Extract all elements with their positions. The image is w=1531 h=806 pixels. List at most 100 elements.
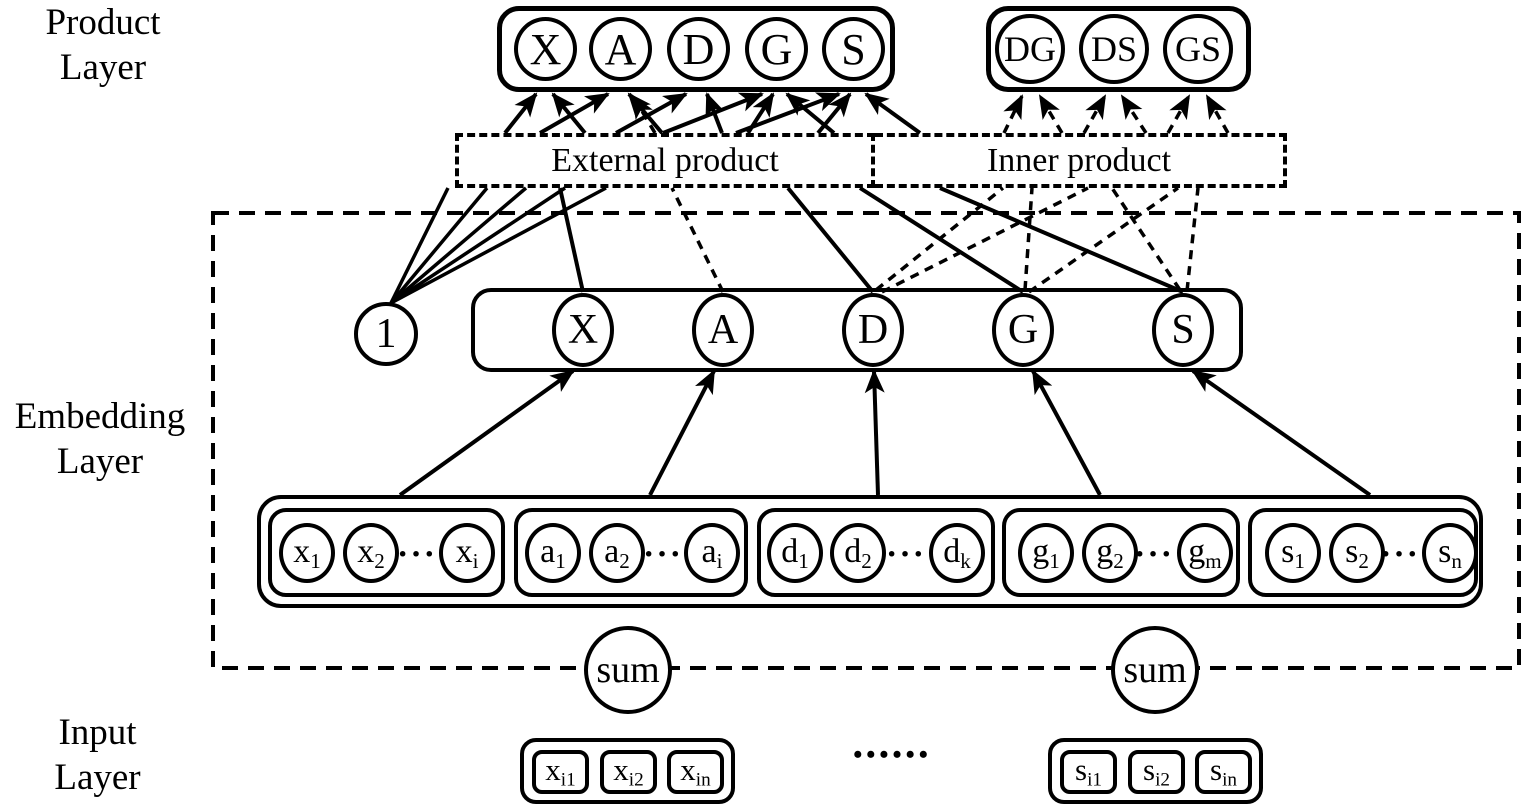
embedding-node-x-label: X [567, 307, 599, 353]
embedding-layer-label-line1: Embedding [14, 396, 186, 437]
input-node-si1: si1 [1060, 750, 1117, 794]
arrow-vector-s [1191, 369, 1372, 497]
product-node-s-label: S [841, 24, 866, 74]
product-node-d: D [667, 17, 730, 81]
edge-embed-g-external [858, 186, 1025, 294]
vector-node-gm: gm [1177, 523, 1233, 583]
embedding-dashed-edges [670, 186, 1200, 294]
input-layer-label-line1: Input [58, 712, 137, 753]
vector-node-dk: dk [929, 523, 985, 583]
vector-node-xi: xi [439, 523, 495, 583]
ellipsis-dots-g: ··· [1133, 536, 1175, 573]
edge-bias-external-3 [389, 186, 528, 305]
vector-group-g [1002, 508, 1240, 597]
vector-group-x [268, 508, 505, 597]
pair-node-gs: GS [1163, 14, 1233, 84]
arrow-vector-x [398, 369, 575, 497]
bias-to-external-edges [389, 186, 607, 305]
edge-embed-s-inner-ds [1110, 187, 1182, 291]
embedding-node-d-label: D [857, 307, 889, 353]
arrow-external-g-3 [785, 92, 836, 135]
arrow-inner-gs-1 [1166, 94, 1191, 134]
arrow-external-a-1 [539, 92, 610, 135]
input-layer-label: Input Layer [15, 710, 180, 800]
arrow-vector-d [864, 369, 885, 496]
arrow-external-s-2 [816, 92, 852, 135]
product-node-a-label: A [604, 24, 637, 74]
arrow-external-s-1 [735, 92, 841, 135]
pair-node-ds-label: DS [1090, 29, 1138, 69]
vector-node-sn: sn [1422, 523, 1478, 583]
product-node-a: A [589, 17, 652, 81]
product-single-box [497, 6, 895, 92]
pair-node-dg: DG [995, 14, 1065, 84]
inner-to-pair-arrows [1002, 94, 1230, 134]
input-separator-dots: •••••• [853, 740, 932, 769]
arrow-vector-a [648, 369, 716, 496]
product-node-x-label: X [529, 24, 562, 74]
product-layer-label: Product Layer [18, 0, 188, 90]
embedding-layer-label: Embedding Layer [0, 394, 200, 484]
vector-node-d1: d1 [767, 523, 823, 583]
vector-group-d [757, 508, 995, 597]
arrow-external-g-1 [662, 92, 764, 135]
input-node-si2: si2 [1128, 750, 1185, 794]
vector-groups-container [257, 495, 1483, 608]
edge-bias-external-4 [390, 186, 566, 305]
input-node-sin: sin [1195, 750, 1252, 794]
embedding-layer-label-line2: Layer [56, 441, 144, 483]
external-product-box: External product [455, 133, 875, 188]
sum-node-left: sum [584, 626, 672, 714]
vector-node-x1: x1 [279, 523, 335, 583]
arrow-external-s-3 [864, 92, 922, 135]
edge-embed-a-dashed [670, 187, 725, 293]
edge-embed-d-inner-ds [881, 186, 1089, 294]
embedding-node-a: A [692, 293, 754, 367]
bias-node: 1 [354, 302, 418, 366]
sum-node-right: sum [1111, 626, 1199, 714]
embedding-node-s: S [1152, 293, 1214, 367]
vector-group-a [514, 508, 748, 597]
edge-embed-d-inner-dg [874, 186, 1005, 292]
vector-node-d2: d2 [830, 523, 886, 583]
edge-embed-x-external [558, 187, 585, 293]
ellipsis-dots-s: ··· [1379, 536, 1421, 573]
external-product-label: External product [551, 141, 779, 179]
vector-node-s1: s1 [1265, 523, 1321, 583]
input-node-xin: xin [667, 750, 724, 794]
ellipsis-dots-d: ··· [885, 536, 927, 573]
embedding-node-d: D [842, 293, 904, 367]
edge-embed-s-inner-gs [1185, 187, 1200, 292]
input-node-xi1: xi1 [532, 750, 589, 794]
ellipsis-dots-a: ··· [642, 536, 684, 573]
pair-node-ds: DS [1079, 14, 1149, 84]
bias-node-label: 1 [375, 311, 397, 357]
pair-node-gs-label: GS [1174, 29, 1222, 69]
arrow-inner-ds-2 [1120, 94, 1148, 134]
arrow-inner-gs-2 [1205, 94, 1230, 134]
input-group-s [1048, 738, 1263, 804]
dashed-arrow-a [631, 94, 657, 134]
vector-node-g1: g1 [1018, 523, 1074, 583]
vector-node-a1: a1 [525, 523, 581, 583]
embedding-node-a-label: A [707, 307, 739, 353]
vector-node-g2: g2 [1082, 523, 1138, 583]
embedding-layer-dashed-boundary [211, 211, 1521, 670]
edge-embed-d-external [786, 186, 875, 294]
embedding-node-x: X [552, 293, 614, 367]
product-layer-label-line1: Product [45, 2, 161, 43]
product-node-d-label: D [682, 24, 715, 74]
product-layer-label-line2: Layer [59, 47, 147, 89]
pair-node-dg-label: DG [1004, 29, 1056, 69]
embedding-node-g: G [992, 293, 1054, 367]
vector-node-a2: a2 [589, 523, 645, 583]
ellipsis-dots-x: ··· [396, 536, 438, 573]
product-node-x: X [514, 17, 577, 81]
arrow-inner-dg-2 [1038, 94, 1064, 134]
inner-product-box: Inner product [875, 133, 1287, 188]
arrow-external-x-2 [551, 92, 587, 135]
arrow-vector-g [1031, 369, 1102, 496]
product-pair-box [986, 6, 1251, 92]
